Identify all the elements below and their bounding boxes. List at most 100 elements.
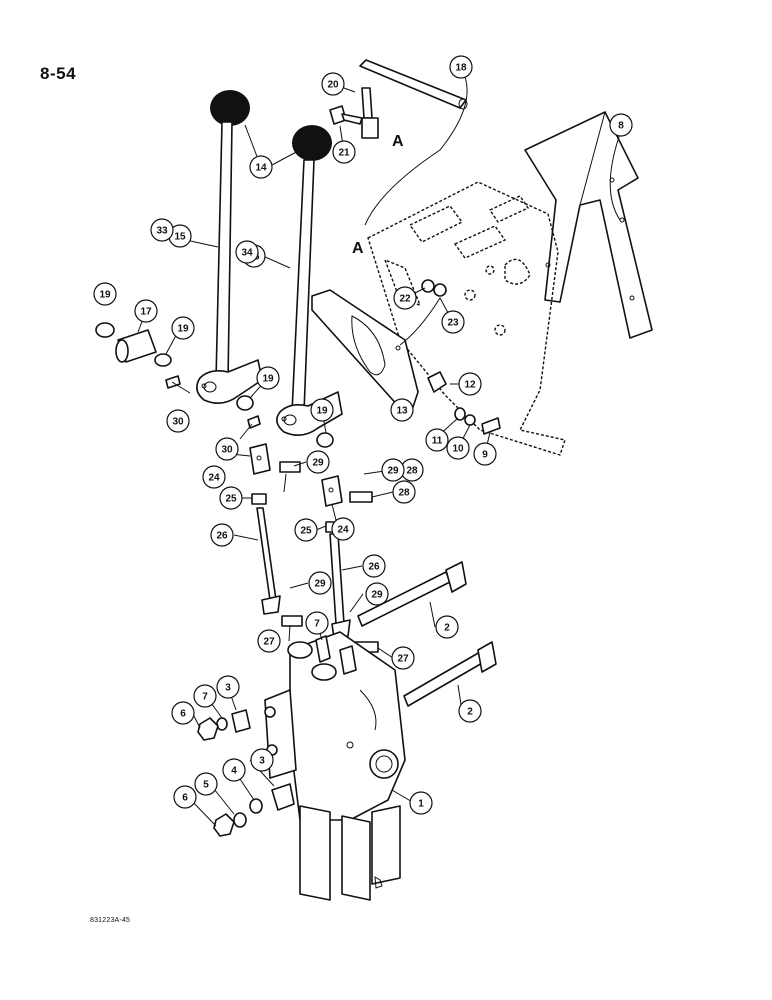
callout-circle — [306, 450, 330, 474]
callout-circle — [222, 758, 246, 782]
callout-27: 27 — [391, 646, 415, 670]
callout-label: 10 — [452, 444, 464, 455]
callout-circle — [210, 523, 234, 547]
callout-label: 14 — [255, 163, 267, 174]
callout-30: 30 — [166, 409, 190, 433]
callout-circle — [257, 629, 281, 653]
callout-circle — [171, 701, 195, 725]
callout-label: 7 — [202, 692, 208, 703]
drawing-code: 831223A-45 — [90, 917, 131, 924]
callout-circle — [202, 465, 226, 489]
callout-circle — [256, 366, 280, 390]
callout-circle — [381, 458, 405, 482]
callout-label: 27 — [397, 654, 409, 665]
callout-9: 9 — [473, 442, 497, 466]
callout-label: 2 — [467, 707, 473, 718]
callout-2: 2 — [435, 615, 459, 639]
callout-circle — [365, 582, 389, 606]
nut — [464, 414, 476, 426]
callout-label: 26 — [216, 531, 228, 542]
callout-circle — [215, 437, 239, 461]
clevis-rod-left — [249, 443, 281, 615]
callout-label: 30 — [172, 417, 184, 428]
spacer — [231, 709, 251, 733]
callout-29: 29 — [381, 458, 405, 482]
callout-19: 19 — [171, 316, 195, 340]
callout-label: 29 — [314, 579, 326, 590]
callout-circle — [235, 240, 259, 264]
control-lever-left — [196, 121, 263, 404]
mounting-plate — [311, 289, 419, 411]
callout-circle — [173, 785, 197, 809]
callout-circle — [305, 611, 329, 635]
callout-label: 29 — [387, 466, 399, 477]
callout-5: 5 — [194, 772, 218, 796]
clevis-rod-right — [321, 475, 351, 639]
callout-label: 23 — [447, 318, 459, 329]
callout-label: 2 — [444, 623, 450, 634]
callout-circle — [219, 486, 243, 510]
callout-25: 25 — [294, 518, 318, 542]
callout-label: 21 — [338, 148, 350, 159]
callout-30: 30 — [215, 437, 239, 461]
washer — [154, 353, 172, 367]
callout-2: 2 — [458, 699, 482, 723]
callout-22: 22 — [393, 286, 417, 310]
callout-26: 26 — [362, 554, 386, 578]
pin — [349, 491, 373, 503]
callout-14: 14 — [249, 155, 273, 179]
callout-8: 8 — [609, 113, 633, 137]
callout-24: 24 — [331, 517, 355, 541]
callout-label: 20 — [327, 80, 339, 91]
callout-label: 19 — [99, 290, 111, 301]
callout-28: 28 — [400, 458, 424, 482]
callout-circle — [308, 571, 332, 595]
reference-mark: A — [352, 240, 364, 257]
callout-circle — [194, 772, 218, 796]
callout-circle — [446, 436, 470, 460]
callout-1: 1 — [409, 791, 433, 815]
callout-circle — [331, 517, 355, 541]
callout-circle — [294, 518, 318, 542]
callout-12: 12 — [458, 372, 482, 396]
callout-label: 11 — [432, 436, 443, 447]
callout-label: 6 — [182, 793, 188, 804]
callout-circle — [609, 113, 633, 137]
callout-label: 29 — [371, 590, 383, 601]
callout-circle — [216, 675, 240, 699]
knob-right — [292, 125, 332, 161]
nut — [433, 283, 447, 297]
callout-circle — [166, 409, 190, 433]
callout-label: 19 — [316, 406, 328, 417]
clip — [427, 371, 447, 393]
callout-19: 19 — [93, 282, 117, 306]
callout-7: 7 — [193, 684, 217, 708]
nut — [197, 717, 219, 741]
callout-circle — [458, 372, 482, 396]
callout-28: 28 — [392, 480, 416, 504]
washer — [316, 432, 334, 448]
callout-19: 19 — [256, 366, 280, 390]
callout-label: 12 — [464, 380, 476, 391]
callout-29: 29 — [308, 571, 332, 595]
callout-label: 17 — [140, 307, 152, 318]
pin — [279, 461, 301, 473]
callout-label: 19 — [262, 374, 274, 385]
callout-circle — [250, 748, 274, 772]
bolt — [329, 105, 363, 125]
callout-label: 3 — [259, 756, 265, 767]
callout-21: 21 — [332, 140, 356, 164]
callout-circle — [150, 218, 174, 242]
callout-29: 29 — [306, 450, 330, 474]
washer — [236, 395, 254, 411]
callout-label: 25 — [225, 494, 237, 505]
washer — [249, 798, 263, 814]
clevis-pin — [361, 87, 379, 139]
callout-label: 28 — [406, 466, 418, 477]
callout-label: 1 — [418, 799, 424, 810]
callout-circle — [193, 684, 217, 708]
bushing — [115, 329, 157, 363]
callout-20: 20 — [321, 72, 345, 96]
callout-29: 29 — [365, 582, 389, 606]
callout-label: 13 — [396, 406, 408, 417]
